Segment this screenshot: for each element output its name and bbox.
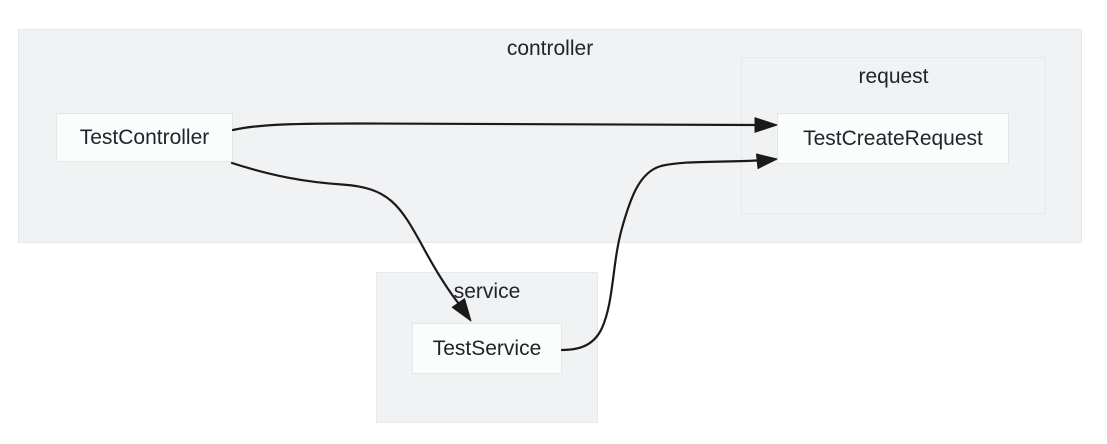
cluster-service-label: service [453,280,521,303]
node-testcontroller: TestController [56,113,233,162]
node-testservice: TestService [412,323,562,374]
cluster-controller-label: controller [506,37,594,60]
node-testcreaterequest-label: TestCreateRequest [803,126,983,150]
cluster-request-label: request [858,65,929,88]
node-testservice-label: TestService [432,336,542,360]
node-testcreaterequest: TestCreateRequest [777,113,1009,164]
node-testcontroller-label: TestController [79,125,210,149]
